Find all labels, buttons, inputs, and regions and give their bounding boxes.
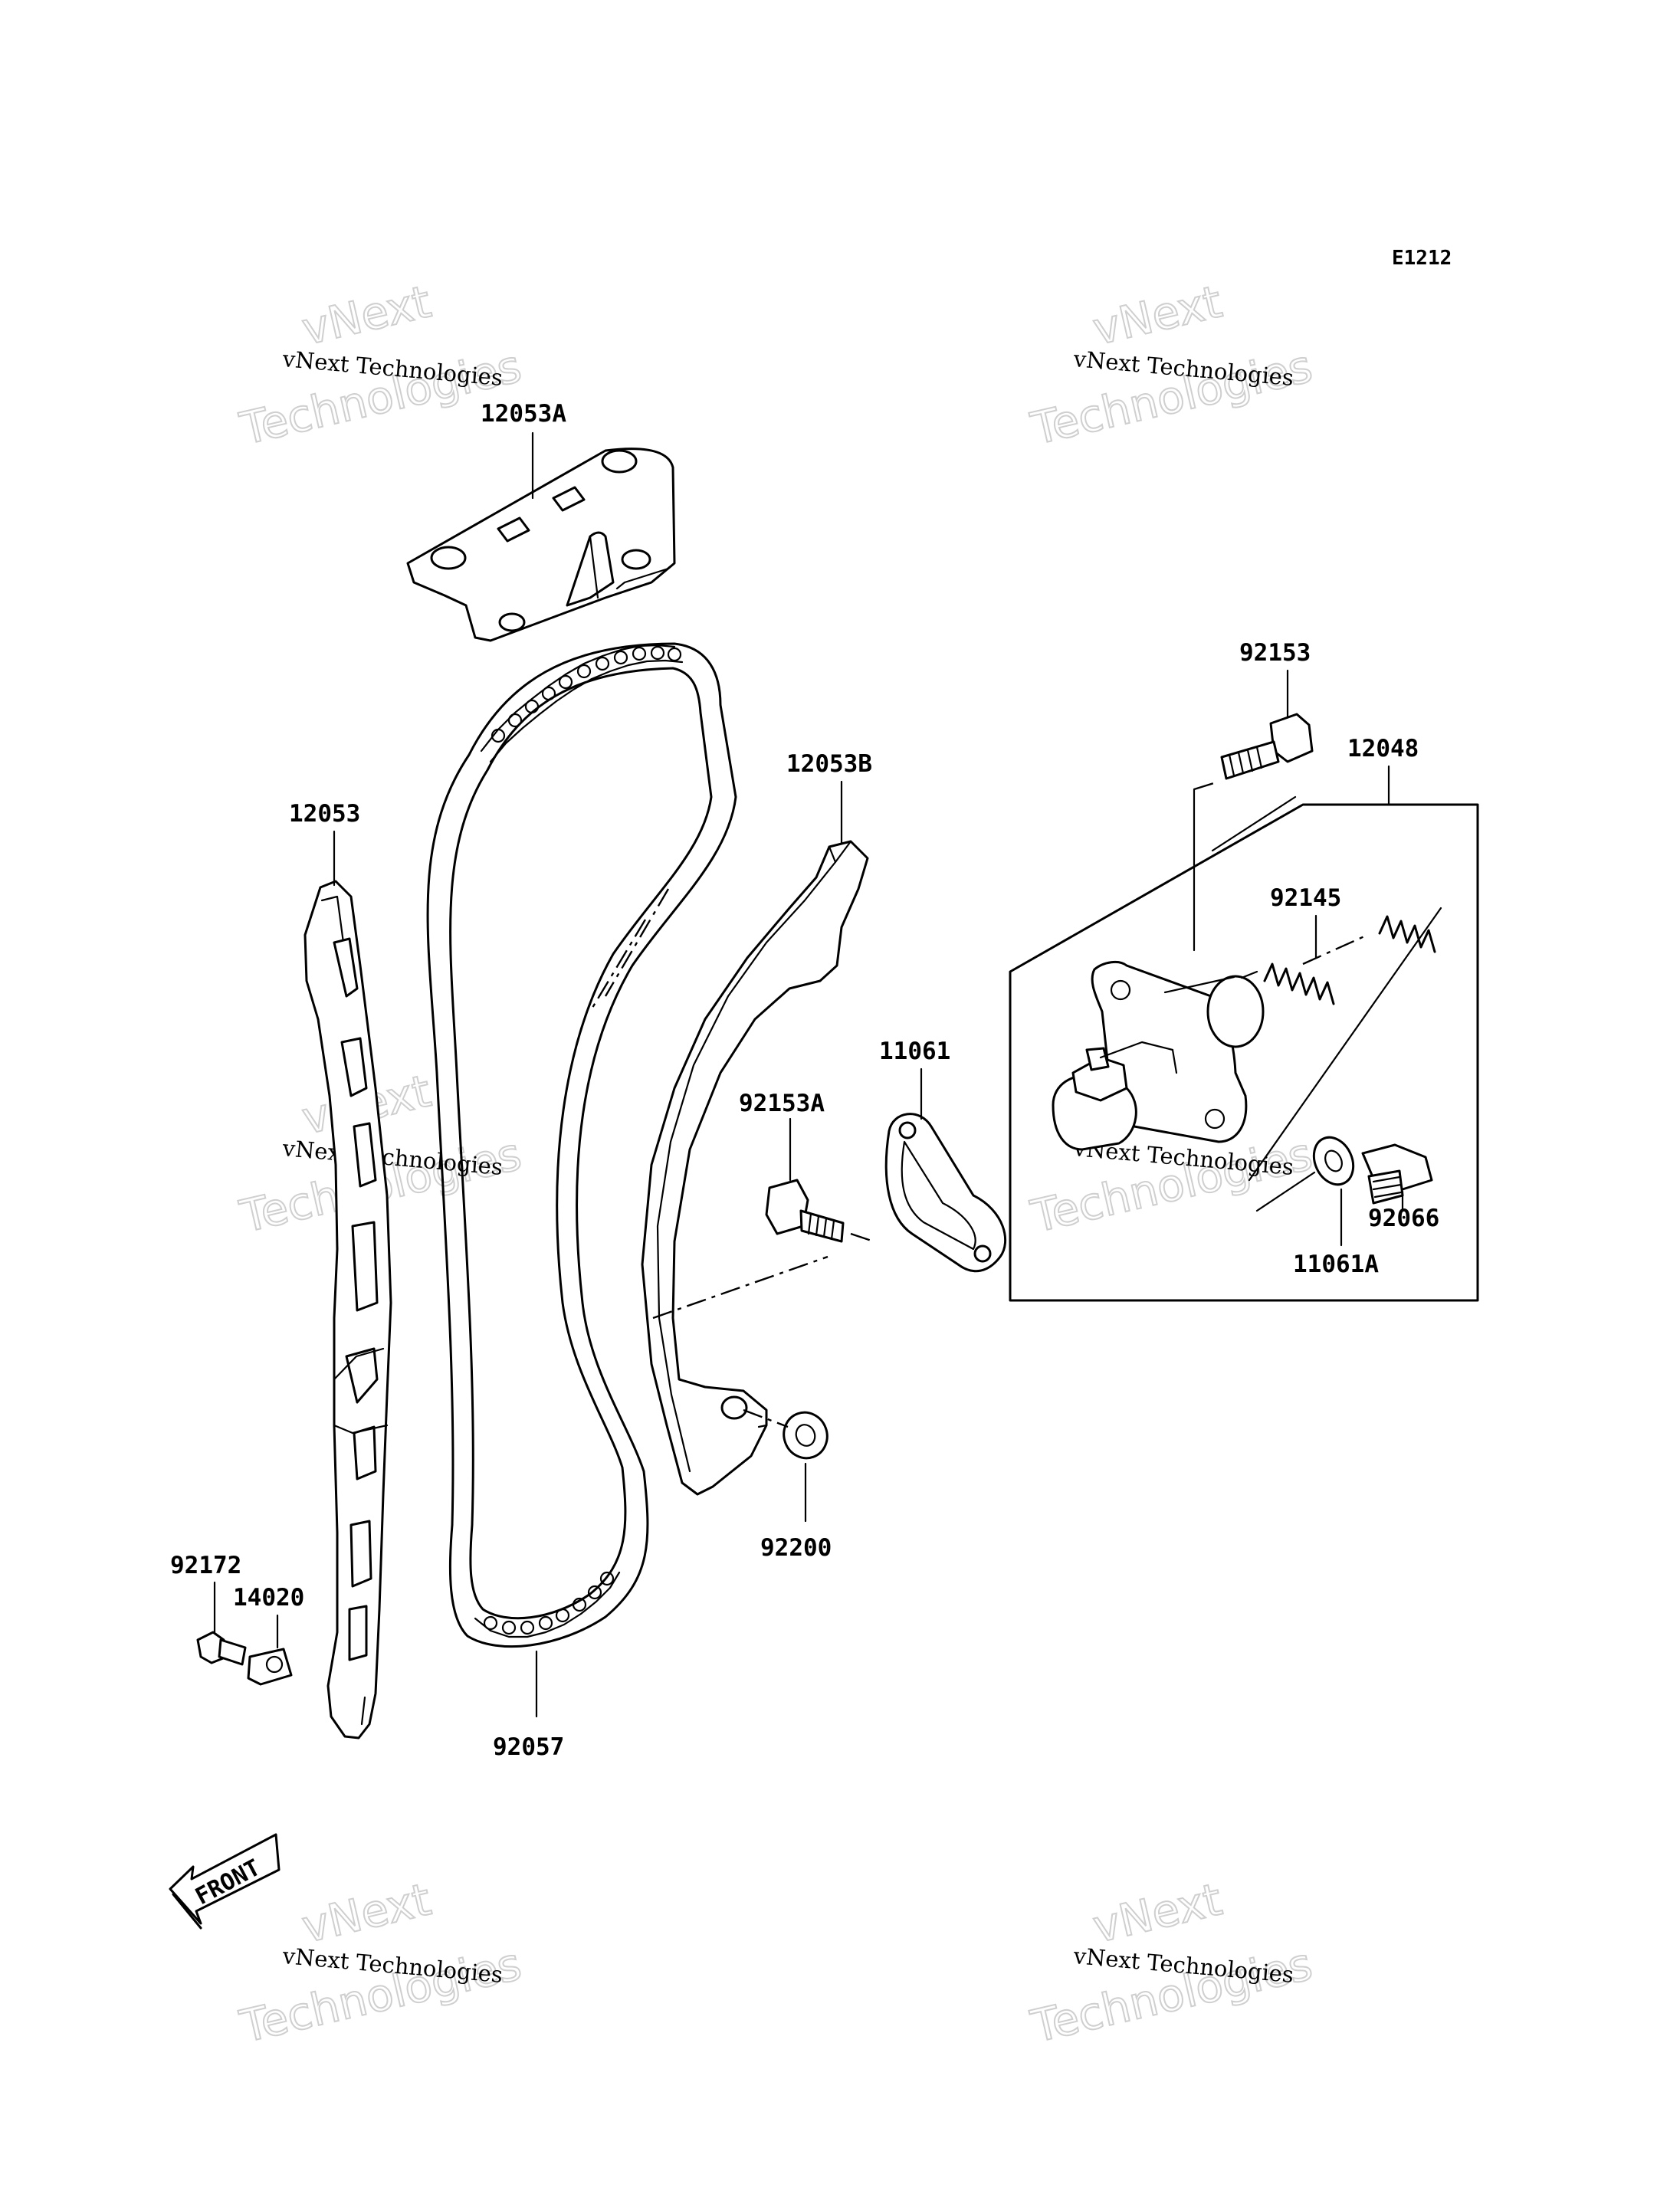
tensioner-body-12048 — [1052, 788, 1297, 1151]
bolt-92153 — [1193, 713, 1314, 791]
label-92057: 92057 — [493, 1733, 564, 1761]
gasket-11061 — [884, 1113, 1007, 1273]
washer-92200 — [743, 1408, 829, 1460]
watermark-bottom-right: vNext Technologies vNext Technologies — [1025, 1872, 1317, 2054]
cam-chain-92057 — [426, 642, 737, 1648]
label-92145: 92145 — [1270, 884, 1341, 912]
label-12053: 12053 — [289, 800, 360, 828]
svg-text:vNext: vNext — [297, 1873, 435, 1953]
bolt-92153a — [765, 1179, 874, 1243]
label-12053b: 12053B — [786, 750, 872, 778]
rear-chain-guide-12053b — [641, 840, 869, 1496]
svg-text:vNext: vNext — [297, 275, 435, 355]
label-92153: 92153 — [1239, 639, 1311, 667]
label-12048: 12048 — [1347, 735, 1419, 762]
spring-92145 — [1240, 915, 1436, 1005]
label-92066: 92066 — [1368, 1205, 1439, 1232]
tensioner-assembly-box — [1009, 803, 1479, 1302]
label-92153a: 92153A — [739, 1090, 825, 1117]
screw-92172 — [196, 1631, 247, 1666]
label-92200: 92200 — [760, 1534, 832, 1562]
diagram-code: E1212 — [1392, 247, 1452, 270]
svg-text:vNext: vNext — [1088, 1873, 1226, 1953]
label-11061: 11061 — [879, 1038, 950, 1065]
collar-14020 — [247, 1648, 293, 1686]
label-14020: 14020 — [233, 1584, 304, 1612]
label-92172: 92172 — [170, 1552, 241, 1579]
front-arrow-icon: FRONT — [169, 1833, 281, 1930]
svg-text:vNext: vNext — [1088, 275, 1226, 355]
upper-chain-guide-12053a — [406, 448, 676, 642]
leader-tensioner-slant — [1248, 907, 1442, 1182]
front-chain-guide-12053 — [304, 880, 392, 1740]
watermark-top-right: vNext Technologies vNext Technologies — [1025, 274, 1317, 456]
watermark-bottom-left: vNext Technologies vNext Technologies — [235, 1872, 527, 2054]
cap-bolt-92066 — [1361, 1143, 1433, 1205]
watermark-top-left: vNext Technologies vNext Technologies — [235, 274, 527, 456]
washer-11061a — [1255, 1136, 1355, 1212]
label-12053a: 12053A — [481, 400, 566, 428]
label-11061a: 11061A — [1293, 1251, 1379, 1278]
